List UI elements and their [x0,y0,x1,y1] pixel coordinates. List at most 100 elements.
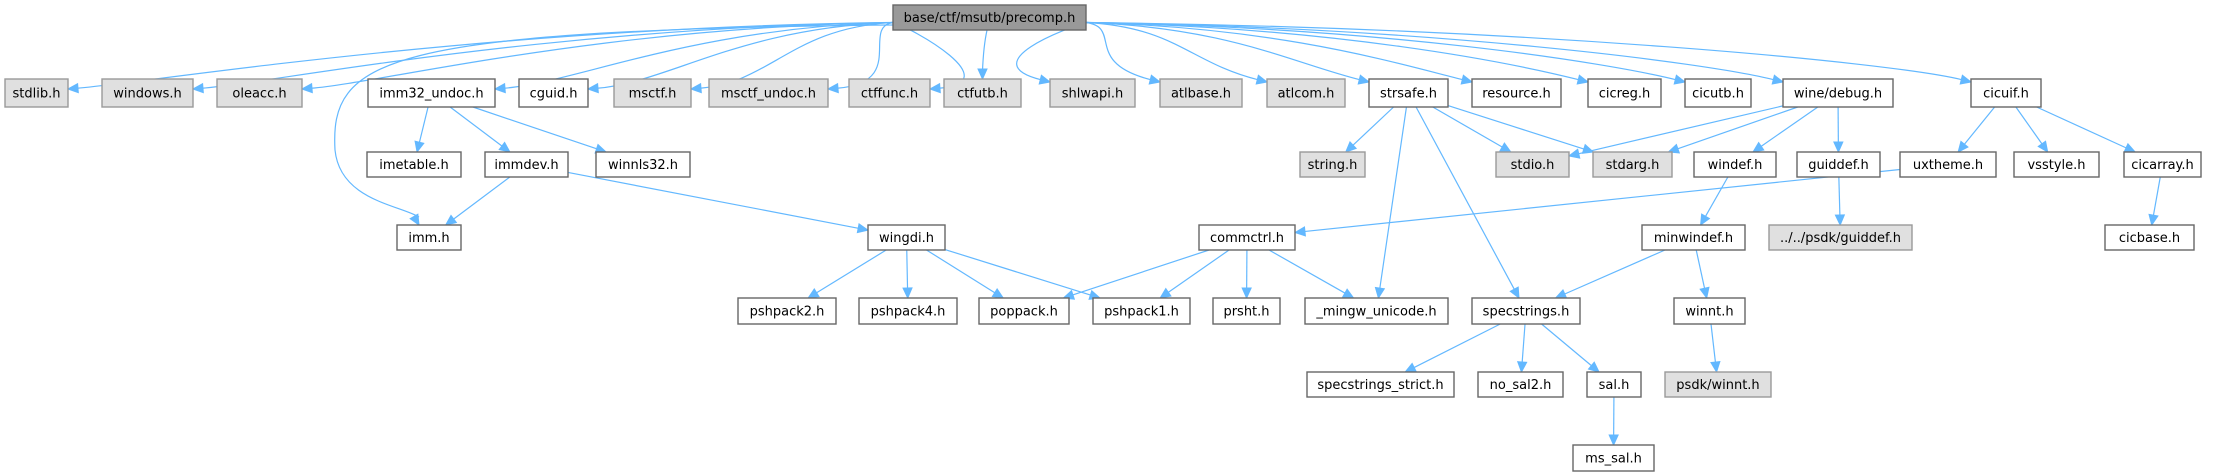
node-minwindef[interactable]: minwindef.h [1641,224,1746,251]
node-label: vsstyle.h [2027,158,2085,173]
node-no-sal2[interactable]: no_sal2.h [1477,371,1564,398]
edge-line [1577,105,1784,155]
edge-line [1838,176,1841,217]
node-psdkguiddef: ../../psdk/guiddef.h [1768,224,1913,251]
node-label: stdlib.h [13,87,61,102]
node-winnls32[interactable]: winnls32.h [595,151,691,178]
node-cicutb[interactable]: cicutb.h [1684,78,1752,108]
node-imm[interactable]: imm.h [396,224,462,251]
node-windef[interactable]: windef.h [1693,151,1777,178]
node-label: wine/debug.h [1794,87,1882,102]
edge-strsafe-to-stdarg [1447,105,1595,154]
node-box [1266,78,1346,108]
edge-cicarray-to-cicbase [2148,176,2161,227]
node-winnt[interactable]: winnt.h [1673,297,1746,325]
node-imm32-undoc[interactable]: imm32_undoc.h [367,78,496,108]
node-sal[interactable]: sal.h [1586,371,1642,398]
node-pshpack4[interactable]: pshpack4.h [858,297,958,325]
edge-precomp-to-imm [334,24,894,227]
arrowhead-icon [1699,286,1710,300]
arrowhead-icon [689,82,702,94]
arrowhead-icon [1159,287,1172,299]
edges-layer [66,21,2161,447]
node-box [613,78,692,108]
node-poppack[interactable]: poppack.h [978,297,1070,325]
node-box [858,297,958,325]
node-box [1477,371,1564,398]
edge-minwindef-to-specstrings [1554,249,1666,299]
node-immdev[interactable]: immdev.h [484,151,569,178]
node-box [1768,224,1913,251]
arrowhead-icon [2123,142,2137,153]
edge-specstrings-to-sal [1541,323,1600,373]
node-box [1970,78,2042,108]
node-psdkwinnt: psdk/winnt.h [1664,371,1772,398]
node-guiddef[interactable]: guiddef.h [1796,151,1881,178]
node-pshpack1[interactable]: pshpack1.h [1092,297,1191,325]
edge-cicuif-to-uxtheme [1957,106,1996,153]
node-box [708,78,829,108]
node-resource[interactable]: resource.h [1471,78,1562,108]
node-specstrings-strict[interactable]: specstrings_strict.h [1306,371,1455,398]
node-box [1587,78,1662,108]
node-cicbase[interactable]: cicbase.h [2104,224,2195,251]
node-label: atlcom.h [1278,87,1335,102]
node-label: no_sal2.h [1490,378,1552,393]
node-label: windows.h [113,87,181,102]
node-label: uxtheme.h [1913,158,1983,173]
node-prsht[interactable]: prsht.h [1212,297,1281,325]
node-cicreg[interactable]: cicreg.h [1587,78,1662,108]
edge-line [1432,106,1504,149]
edge-wingdi-to-pshpack1 [944,248,1102,300]
arrowhead-icon [1567,148,1581,159]
node-mingw-unicode[interactable]: _mingw_unicode.h [1304,297,1449,325]
arrowhead-icon [2037,140,2049,153]
node-cicarray[interactable]: cicarray.h [2123,151,2202,178]
arrowhead-icon [1959,74,1973,85]
edge-line [472,106,598,150]
node-cicuif[interactable]: cicuif.h [1970,78,2042,108]
edge-winnt-to-psdkwinnt [1710,323,1721,374]
edge-wingdi-to-pshpack2 [807,249,887,299]
edge-precomp-to-cicuif [1085,21,1973,85]
edge-sal-to-ms-sal [1608,396,1619,447]
node-box [1368,78,1449,108]
node-wingdi[interactable]: wingdi.h [867,224,946,251]
edge-precomp-to-winedebug [1085,21,1785,85]
edge-imm32-undoc-to-winnls32 [472,106,608,154]
node-label: atlbase.h [1171,87,1231,102]
node-box [892,4,1087,31]
edge-minwindef-to-winnt [1695,249,1710,300]
node-stdio: stdio.h [1495,151,1570,178]
arrowhead-icon [1038,74,1052,85]
node-box [1049,78,1136,108]
edge-precomp-to-cicreg [1085,21,1590,85]
edge-line [926,249,996,294]
edge-line [1085,21,1464,81]
node-cguid[interactable]: cguid.h [518,78,589,108]
node-label: oleacc.h [232,87,286,102]
node-label: winnls32.h [608,158,678,173]
node-box [2123,151,2202,178]
node-box [367,78,496,108]
node-box [1684,78,1752,108]
node-ms-sal[interactable]: ms_sal.h [1572,444,1655,472]
edge-winedebug-to-stdio [1567,105,1784,159]
arrowhead-icon [1700,213,1711,227]
node-commctrl[interactable]: commctrl.h [1198,224,1296,251]
node-specstrings[interactable]: specstrings.h [1471,297,1581,325]
edge-uxtheme-to-commctrl [1293,168,1901,237]
node-box [4,78,69,108]
node-imetable[interactable]: imetable.h [366,151,462,178]
arrowhead-icon [1148,74,1162,85]
node-strsafe[interactable]: strsafe.h [1368,78,1449,108]
edge-immdev-to-imm [444,176,511,226]
node-vsstyle[interactable]: vsstyle.h [2013,151,2100,178]
edge-wingdi-to-poppack [926,249,1005,299]
node-winedebug[interactable]: wine/debug.h [1782,78,1894,108]
node-label: prsht.h [1223,305,1269,320]
edge-line [1963,106,1996,146]
node-pshpack2[interactable]: pshpack2.h [737,297,837,325]
node-uxtheme[interactable]: uxtheme.h [1899,151,1997,178]
edge-line [1085,21,1775,81]
